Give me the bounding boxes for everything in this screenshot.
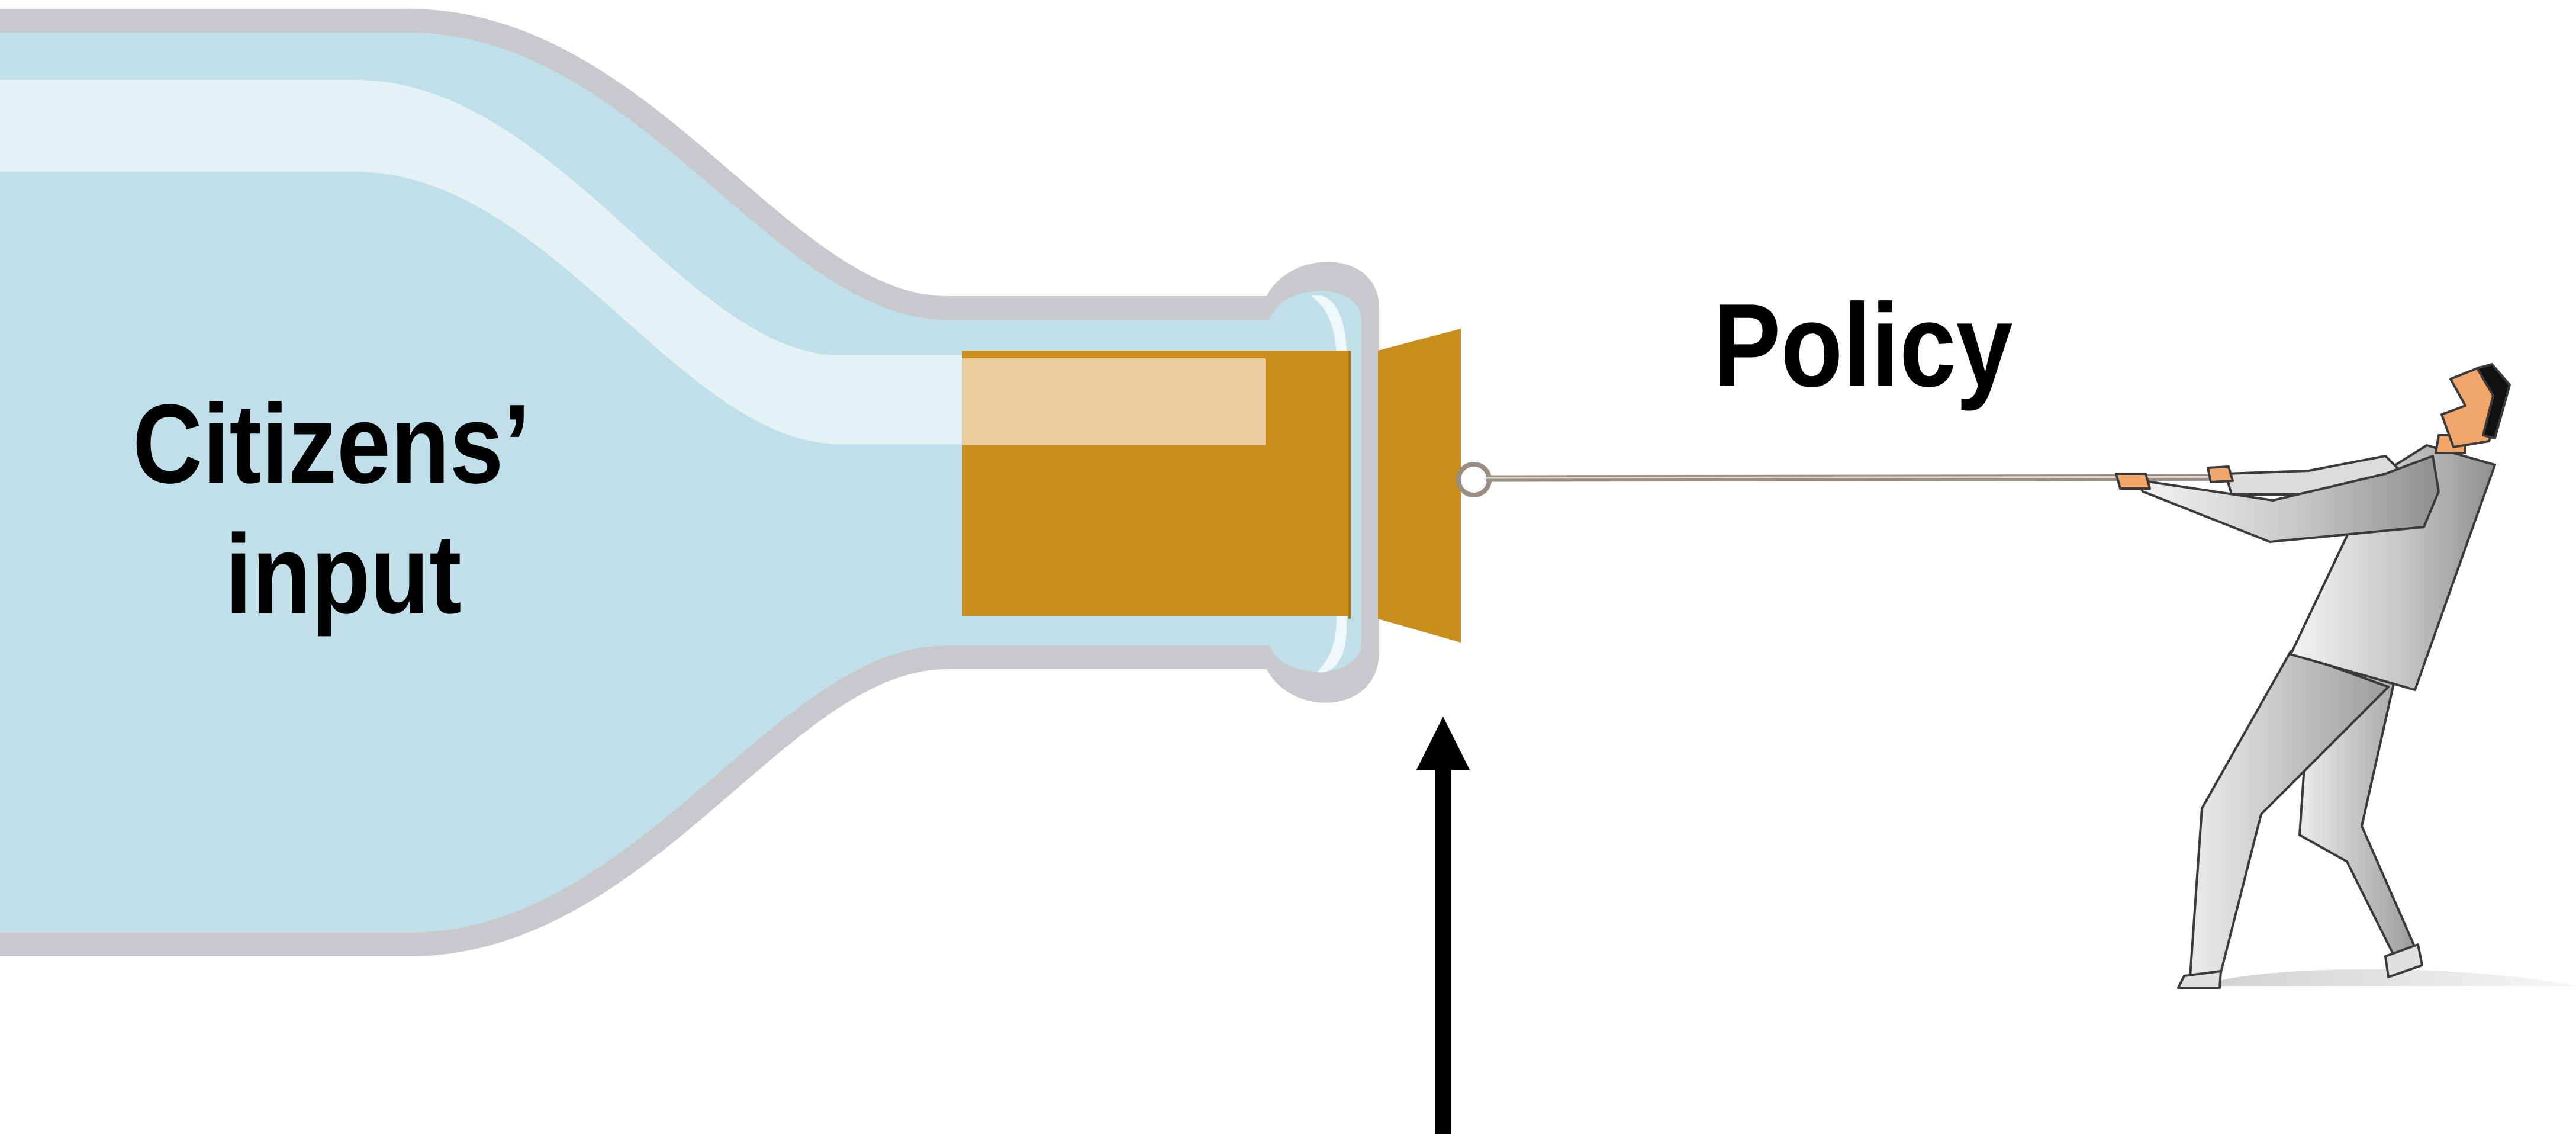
policy-label: Policy xyxy=(1713,279,2013,412)
businessman-pulling-icon xyxy=(2115,363,2576,989)
up-arrow-icon xyxy=(1416,717,1470,1134)
man-front-shoe xyxy=(2177,970,2222,989)
cork-highlight xyxy=(962,358,1266,445)
rope-ring xyxy=(1456,462,1492,497)
bottle-label-line2: input xyxy=(225,511,461,637)
bottle-highlight xyxy=(0,80,1006,444)
man-front-hand xyxy=(2115,473,2151,490)
cork-outside xyxy=(1378,329,1461,643)
bottle-liquid xyxy=(0,33,1361,933)
man-hair xyxy=(2476,363,2511,439)
cork-icon xyxy=(962,329,1461,643)
man-back-shoe xyxy=(2384,943,2423,978)
rope xyxy=(1456,462,2345,497)
man-front-arm xyxy=(2134,455,2440,543)
man-back-hand xyxy=(2207,465,2234,483)
arrow-shaft xyxy=(1435,764,1451,1134)
arrow-head xyxy=(1416,717,1470,770)
bottle-label-line1: Citizens’ xyxy=(133,381,530,506)
rope-line-shine xyxy=(1485,476,2345,479)
